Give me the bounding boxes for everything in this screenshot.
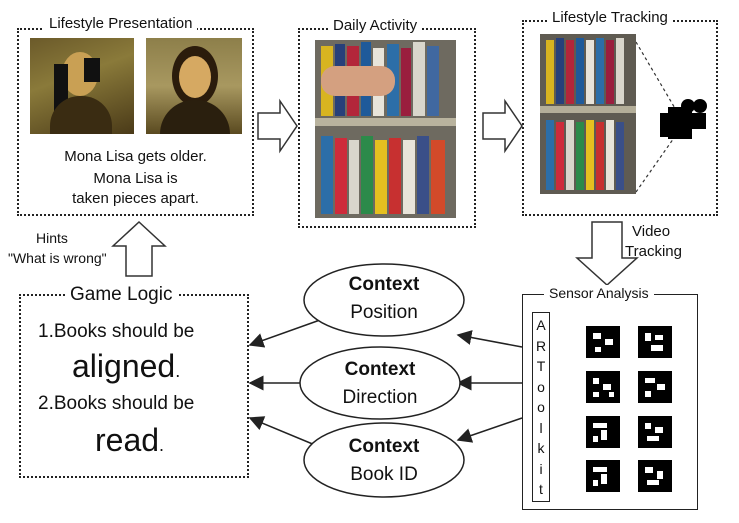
artoolkit-letter: i [539, 460, 543, 477]
context-position-label: Position [350, 302, 418, 323]
mona-lisa-image [146, 38, 242, 134]
lifestyle-presentation-title: Lifestyle Presentation [44, 15, 198, 32]
context-direction-bold: Context [344, 359, 416, 380]
rule1-text: 1.Books should be [38, 321, 195, 342]
rule1-period: . [175, 361, 181, 381]
hollow-arrow-up [111, 220, 167, 277]
hollow-arrow-down [575, 221, 639, 287]
context-direction-label: Direction [342, 387, 418, 408]
caption-line3: taken pieces apart. [72, 190, 199, 207]
context-direction-ellipse [299, 346, 461, 420]
context-bookid-ellipse [303, 422, 465, 498]
context-bookid-bold: Context [348, 436, 420, 457]
rule2-keyword: read. [95, 422, 164, 459]
artoolkit-box [532, 312, 550, 502]
arrow-bookid-to-logic [248, 416, 316, 446]
arrow-sensor-to-bookid [456, 417, 523, 443]
context-position-ellipse [303, 263, 465, 337]
hollow-arrow-right-1 [257, 98, 298, 154]
hints-label-2: "What is wrong" [8, 250, 107, 266]
video-tracking-label-1: Video [632, 223, 671, 240]
rule2-word: read [95, 422, 160, 458]
camera-line-top [635, 41, 677, 111]
artoolkit-letter: o [537, 399, 545, 415]
context-position-bold: Context [348, 274, 420, 295]
video-tracking-label-2: Tracking [625, 243, 682, 260]
rule1-keyword: aligned. [72, 348, 180, 385]
arrow-position-to-logic [248, 319, 321, 348]
hollow-arrow-right-2 [482, 98, 523, 154]
artoolkit-letter: A [536, 317, 546, 333]
artoolkit-letter: l [539, 419, 543, 436]
lifestyle-tracking-title: Lifestyle Tracking [547, 9, 673, 26]
game-logic-title: Game Logic [65, 284, 178, 306]
bookshelf-hand-image [315, 40, 456, 218]
daily-activity-title: Daily Activity [328, 17, 423, 34]
rule2-text: 2.Books should be [38, 393, 195, 414]
artoolkit-letter: k [537, 440, 545, 456]
sensor-analysis-title: Sensor Analysis [544, 285, 654, 301]
arrow-sensor-to-position [456, 330, 523, 348]
hints-label-1: Hints [36, 230, 68, 246]
rule2-period: . [159, 435, 165, 455]
caption-line1: Mona Lisa gets older. [64, 148, 207, 165]
artoolkit-letter: t [539, 481, 543, 497]
artoolkit-letter: R [535, 337, 547, 354]
artoolkit-letter: o [537, 378, 545, 395]
mona-lisa-broken-image [30, 38, 134, 134]
bookshelf-tracking-image [540, 34, 636, 194]
rule1-word: aligned [72, 348, 176, 384]
artoolkit-letter: T [536, 358, 546, 374]
caption-line2: Mona Lisa is [93, 170, 178, 187]
context-bookid-label: Book ID [350, 464, 418, 485]
